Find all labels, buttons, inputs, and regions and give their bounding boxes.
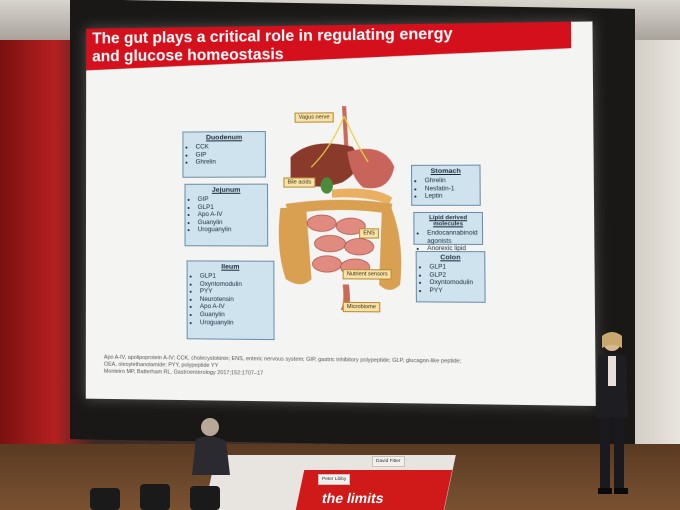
nutrient-sensors-tag: Nutrient sensors — [342, 269, 392, 280]
pancreas-shape — [331, 188, 393, 204]
vagus-nerve-tag: Vagus nerve — [294, 112, 334, 123]
audience-chairs — [90, 484, 220, 510]
ens-tag: ENS — [359, 228, 380, 239]
ileum-box: Ileum GLP1 Oxyntomodulin PYY Neurotensin… — [186, 260, 275, 341]
list-item: GIP — [198, 196, 263, 204]
list-item: Guanylin — [198, 219, 263, 227]
list-item: Apo A-IV — [198, 211, 263, 219]
small-intestine-shape — [307, 215, 374, 275]
list-item: GLP1 — [429, 263, 480, 271]
descending-colon-shape — [378, 202, 402, 290]
box-heading: Colon — [440, 254, 461, 262]
list-item: Ghrelin — [425, 177, 476, 185]
box-heading: Duodenum — [205, 134, 243, 142]
microbiome-tag: Microbiome — [342, 301, 381, 313]
list-item: Uroguanylin — [200, 319, 270, 327]
seated-person — [192, 418, 230, 475]
slide-title: The gut plays a critical role in regulat… — [92, 24, 567, 67]
list-item: Uroguanylin — [198, 226, 263, 234]
bile-acids-tag: Bile acids — [283, 177, 316, 188]
jejunum-box: Jejunum GIP GLP1 Apo A-IV Guanylin Urogu… — [184, 183, 269, 247]
list-item: Leptin — [425, 193, 476, 201]
list-item: GLP1 — [200, 273, 270, 281]
gut-anatomy-illustration — [278, 106, 402, 311]
ascending-colon-shape — [278, 207, 312, 285]
box-heading: Jejunum — [211, 186, 241, 194]
nameplate-right: David Fitter — [372, 456, 405, 467]
list-item: PYY — [200, 288, 270, 296]
stomach-shape — [347, 148, 395, 189]
liver-shape — [290, 143, 359, 187]
nameplate-left: Peter Libby — [318, 474, 351, 485]
standing-speaker — [596, 332, 628, 494]
slide-footnote: Apo A-IV, apolipoprotein A-IV; CCK, chol… — [104, 355, 540, 382]
list-item: PYY — [429, 287, 480, 295]
slide-title-line-2: and glucose homeostasis — [92, 46, 284, 66]
duodenum-box: Duodenum CCK GIP Ghrelin — [182, 131, 266, 178]
list-item: Ghrelin — [196, 159, 261, 167]
box-heading: Lipid derived molecules — [429, 215, 468, 228]
box-heading: Ileum — [221, 263, 240, 271]
banner-text: the limits — [320, 490, 386, 506]
projected-slide: The gut plays a critical role in regulat… — [85, 21, 596, 406]
list-item: Nesfatin-1 — [425, 185, 476, 193]
transverse-colon-shape — [285, 199, 393, 215]
list-item: Endocannabinoid agonists — [427, 229, 478, 245]
list-item: Oxyntomodulin — [429, 279, 480, 287]
gallbladder-shape — [320, 177, 333, 194]
list-item: GLP1 — [198, 203, 263, 211]
